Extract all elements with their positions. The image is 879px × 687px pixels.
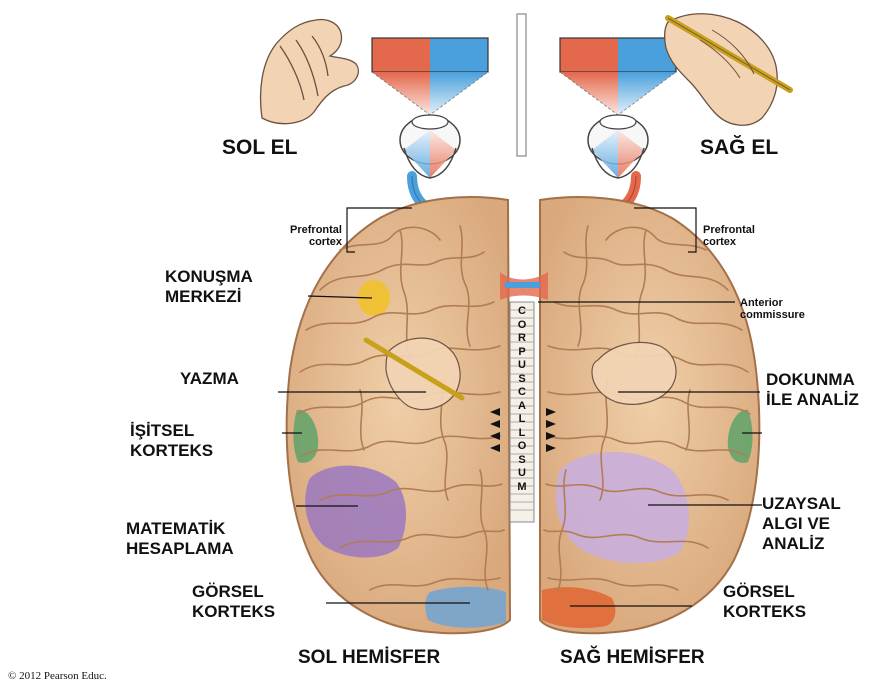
corpus-callosum-letter: M: [514, 481, 530, 495]
visual-cortex-left-region: [425, 587, 506, 628]
central-divider: [517, 14, 526, 156]
touch-analysis-label: DOKUNMAİLE ANALİZ: [766, 370, 859, 410]
corpus-callosum-letter: O: [514, 440, 530, 454]
corpus-callosum-letter: L: [514, 413, 530, 427]
corpus-callosum-letter: S: [514, 454, 530, 468]
visual-cortex-left-label: GÖRSELKORTEKS: [192, 582, 275, 622]
auditory-cortex-label: İŞİTSELKORTEKS: [130, 421, 213, 461]
right-hand-with-pencil: [665, 14, 790, 126]
corpus-callosum-letter: A: [514, 400, 530, 414]
right-hemisphere-label: SAĞ HEMİSFER: [560, 648, 705, 668]
left-hemisphere: [287, 197, 510, 633]
right-hemisphere: [540, 197, 759, 633]
anterior-commissure-label: Anteriorcommissure: [740, 297, 805, 321]
math-calc-label: MATEMATİKHESAPLAMA: [126, 519, 234, 559]
corpus-callosum-letter: U: [514, 467, 530, 481]
speech-center-label: KONUŞMAMERKEZİ: [165, 267, 253, 307]
corpus-callosum-label: CORPUS CALLOSUM: [514, 305, 530, 494]
spatial-analysis-label: UZAYSALALGI VEANALİZ: [762, 494, 841, 554]
corpus-callosum-letter: C: [514, 386, 530, 400]
corpus-callosum-letter: C: [514, 305, 530, 319]
prefrontal-right-label: Prefrontalcortex: [703, 224, 755, 248]
copyright-text: © 2012 Pearson Educ.: [8, 670, 107, 682]
left-hand-illustration: [261, 19, 359, 123]
corpus-callosum-letter: O: [514, 319, 530, 333]
visual-cortex-right-label: GÖRSELKORTEKS: [723, 582, 806, 622]
corpus-callosum-letter: U: [514, 359, 530, 373]
corpus-callosum-letter: R: [514, 332, 530, 346]
prefrontal-left-label: Prefrontalcortex: [256, 224, 342, 248]
right-hand-label: SAĞ EL: [700, 136, 778, 160]
corpus-callosum-letter: P: [514, 346, 530, 360]
corpus-callosum-letter: L: [514, 427, 530, 441]
left-hemisphere-label: SOL HEMİSFER: [298, 648, 440, 668]
writing-label: YAZMA: [180, 369, 239, 389]
left-hand-label: SOL EL: [222, 136, 297, 160]
corpus-callosum-letter: S: [514, 373, 530, 387]
